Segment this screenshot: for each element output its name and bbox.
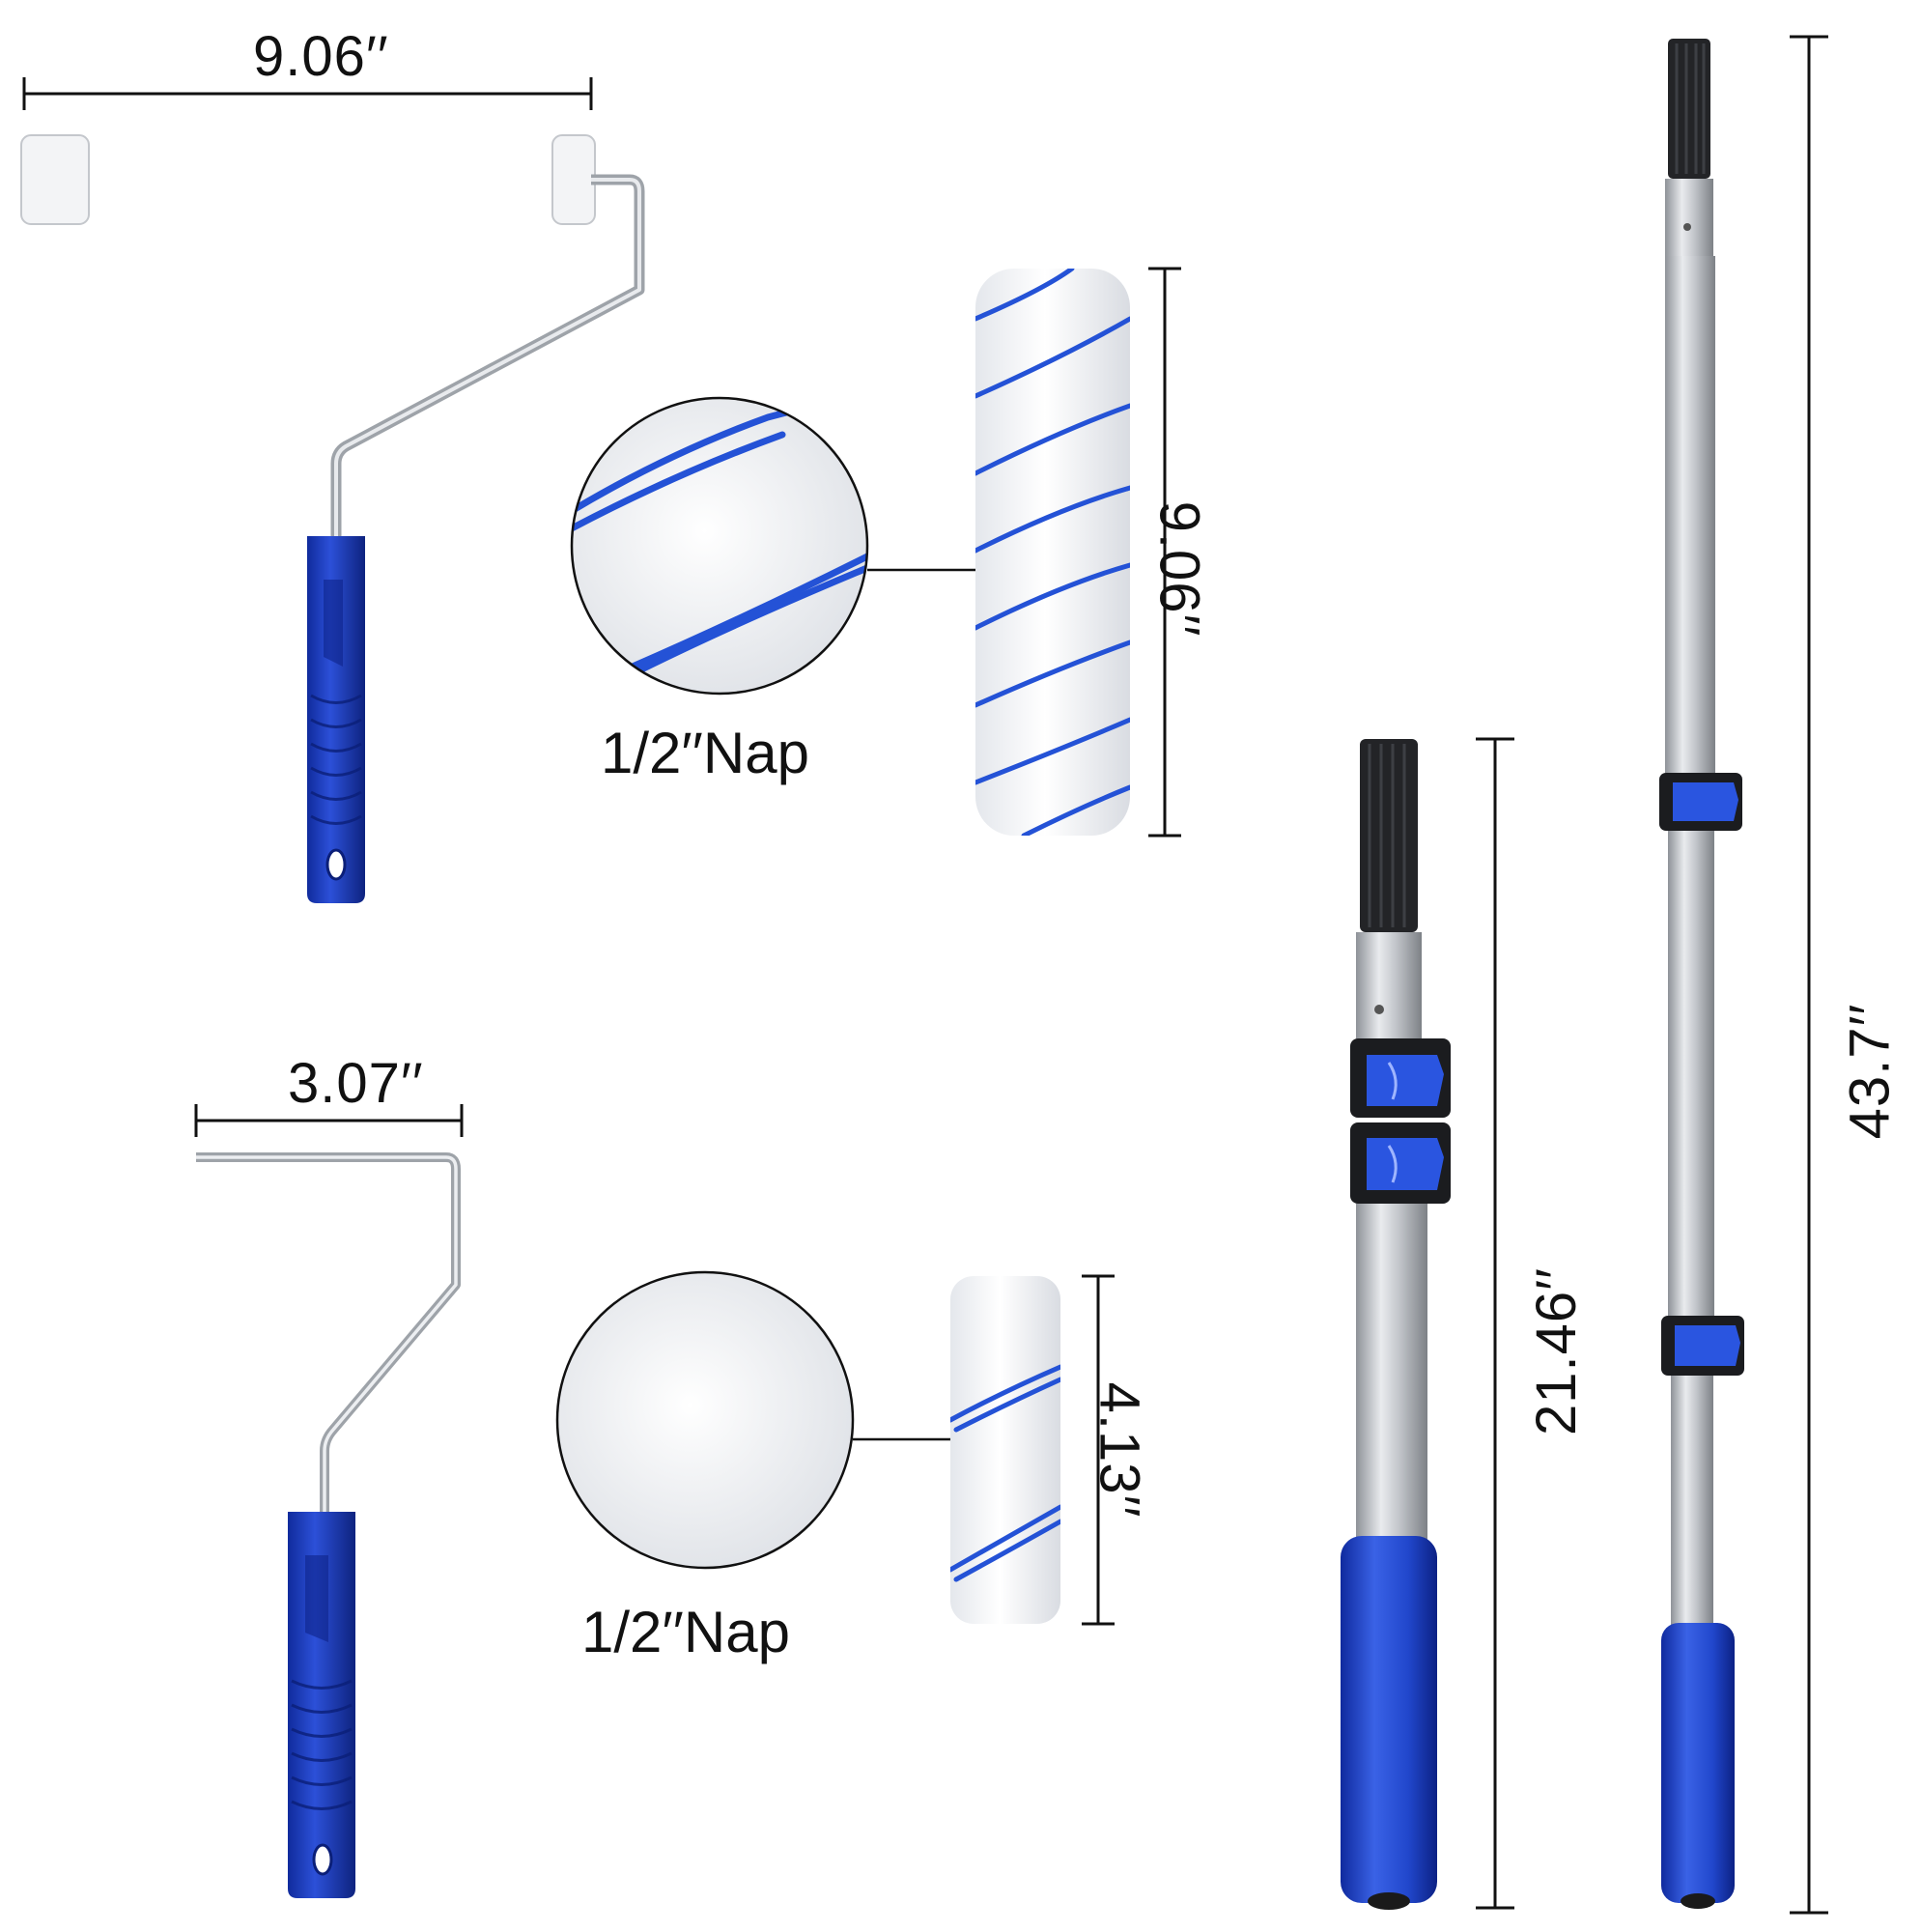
short-extension-pole xyxy=(1341,737,1514,1910)
large-cover-length-dimension-line xyxy=(1148,267,1181,838)
short-pole-length-label: 21.46′′ xyxy=(1524,1267,1588,1435)
large-nap-zoom-circle xyxy=(570,396,1027,696)
short-pole-length-dimension-line xyxy=(1476,737,1514,1910)
long-pole-length-dimension-line xyxy=(1790,35,1828,1915)
mini-frame-width-label: 3.07′′ xyxy=(288,1052,424,1115)
mini-roller-frame xyxy=(194,1104,464,1898)
long-extension-pole xyxy=(1659,35,1828,1915)
large-nap-label: 1/2′′Nap xyxy=(601,721,809,785)
mini-nap-label: 1/2′′Nap xyxy=(581,1600,790,1664)
mini-roller-cover xyxy=(950,1274,1115,1626)
mini-frame-width-dimension-line xyxy=(194,1104,464,1137)
large-frame-width-dimension-line xyxy=(22,77,593,110)
mini-cover-length-label: 4.13′′ xyxy=(1088,1381,1151,1519)
large-roller-frame xyxy=(20,77,645,903)
mini-cover-length-dimension-line xyxy=(1082,1274,1115,1626)
large-frame-width-label: 9.06′′ xyxy=(253,25,389,88)
long-pole-length-label: 43.7′′ xyxy=(1838,1003,1902,1140)
mini-nap-zoom-circle xyxy=(555,1270,1000,1570)
large-cover-length-label: 9.06′′ xyxy=(1147,500,1211,638)
large-roller-cover xyxy=(975,267,1181,838)
